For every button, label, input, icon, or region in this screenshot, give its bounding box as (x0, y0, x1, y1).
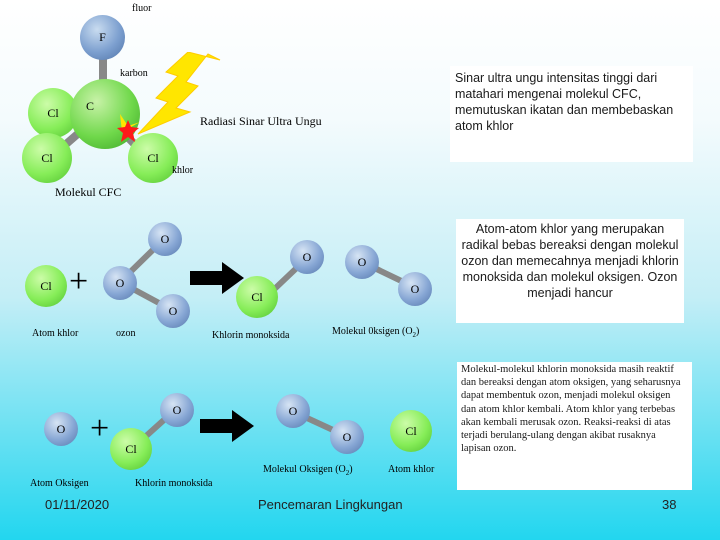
karbon-label: karbon (120, 68, 148, 79)
reaction2-description-box: Molekul-molekul khlorin monoksida masih … (457, 362, 692, 490)
r1-plus-sign: + (69, 263, 89, 300)
r1-o2-oxygen-2: O (398, 272, 432, 306)
r1-clo-chlorine-label: Cl (251, 289, 263, 304)
r2-product-chlorine-label: Cl (405, 423, 417, 438)
khlor-label: khlor (172, 165, 194, 176)
r2-clo-oxygen: O (160, 393, 194, 427)
bond-break-star-icon (117, 120, 139, 142)
footer-title: Pencemaran Lingkungan (258, 497, 403, 512)
r2-plus-sign: + (90, 410, 110, 447)
molekul-cfc-label: Molekul CFC (55, 185, 122, 199)
r2-oksigen-label: Molekul Oksigen (O2) (263, 464, 353, 477)
r2-product-chlorine: Cl (390, 410, 432, 452)
r2-khlorin-label: Khlorin monoksida (135, 478, 213, 489)
r1-khlorin-label: Khlorin monoksida (212, 330, 290, 341)
atom-chlorine-left: Cl (28, 88, 78, 138)
r1-ozone-oxygen-top: O (148, 222, 182, 256)
r2-atom-oksigen-label: Atom Oksigen (30, 478, 89, 489)
r2-o2-oxygen-2-label: O (342, 429, 352, 444)
reaction2-description: Molekul-molekul khlorin monoksida masih … (461, 364, 681, 455)
atom-carbon-label: C (85, 98, 94, 113)
r2-clo-chlorine-label: Cl (125, 441, 137, 456)
r1-clo-chlorine: Cl (236, 276, 278, 318)
fluor-label: fluor (132, 3, 152, 14)
reaction1-description-box: Atom-atom khlor yang merupakan radikal b… (456, 219, 684, 323)
r1-ozon-label: ozon (116, 328, 136, 339)
r1-oksigen-label: Molekul 0ksigen (O2) (332, 326, 420, 339)
r1-clo-oxygen-label: O (302, 249, 312, 264)
atom-fluor-label: F (99, 30, 106, 44)
r2-clo-oxygen-label: O (172, 402, 182, 417)
r2-o2-oxygen-2: O (330, 420, 364, 454)
r2-atom-oxygen: O (44, 412, 78, 446)
atom-chlorine-lower-right: Cl (128, 133, 178, 183)
footer-page-number: 38 (662, 497, 677, 512)
r1-atom-chlorine-label: Cl (40, 278, 52, 293)
r2-atom-oxygen-label: O (56, 421, 66, 436)
atom-fluor: F (80, 15, 125, 60)
atom-chlorine-lower-right-label: Cl (147, 150, 159, 165)
r1-o2-oxygen-1: O (345, 245, 379, 279)
footer-date: 01/11/2020 (45, 497, 110, 512)
cfc-description: Sinar ultra ungu intensitas tinggi dari … (455, 71, 674, 133)
r2-o2-oxygen-1: O (276, 394, 310, 428)
r2-arrow-icon (200, 410, 254, 442)
atom-chlorine-left-label: Cl (47, 105, 59, 120)
r2-o2-oxygen-1-label: O (288, 403, 298, 418)
r1-atom-khlor-label: Atom khlor (32, 328, 79, 339)
radiasi-label: Radiasi Sinar Ultra Ungu (200, 114, 322, 128)
r1-ozone-oxygen-bottom-label: O (168, 303, 178, 318)
r1-ozone-oxygen-middle: O (103, 266, 137, 300)
r1-ozone-oxygen-middle-label: O (115, 275, 125, 290)
r1-arrow-icon (190, 262, 244, 294)
r1-atom-chlorine: Cl (25, 265, 67, 307)
atom-chlorine-lower-left: Cl (22, 133, 72, 183)
reaction1-description: Atom-atom khlor yang merupakan radikal b… (461, 222, 679, 300)
atom-carbon: C (70, 79, 140, 149)
atom-chlorine-lower-left-label: Cl (41, 150, 53, 165)
r1-ozone-oxygen-bottom: O (156, 294, 190, 328)
r2-atom-khlor-label: Atom khlor (388, 464, 435, 475)
r2-clo-chlorine: Cl (110, 428, 152, 470)
cfc-description-box: Sinar ultra ungu intensitas tinggi dari … (450, 66, 693, 162)
r1-clo-oxygen: O (290, 240, 324, 274)
r1-ozone-oxygen-top-label: O (160, 231, 170, 246)
r1-o2-oxygen-2-label: O (410, 281, 420, 296)
r1-o2-oxygen-1-label: O (357, 254, 367, 269)
